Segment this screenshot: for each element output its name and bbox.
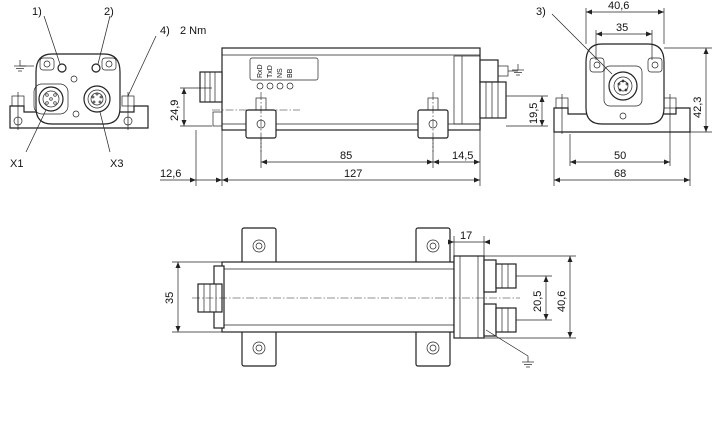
end-view: 3) 40,6 35 42,3 50 68 (536, 0, 712, 186)
led-hole-1 (57, 63, 67, 73)
torque-label: 2 Nm (180, 25, 206, 37)
top-plate-br (415, 329, 451, 367)
dim-side-spacing: 85 (340, 150, 352, 162)
dim-end-top-width: 40,6 (608, 0, 629, 12)
ground-symbol (14, 60, 34, 72)
x1-label: X1 (10, 158, 23, 170)
dim-side-total: 127 (344, 168, 362, 180)
led-label-panel (249, 57, 319, 81)
dim-top-depth: 17 (460, 230, 472, 242)
side-left-connector (199, 71, 223, 103)
front-view: 1) 2) 4) 2 Nm X1 X3 (9, 6, 206, 170)
callout-2: 2) (104, 6, 114, 18)
dim-top-width: 35 (164, 292, 176, 304)
dim-side-offset: 14,5 (452, 150, 473, 162)
x3-label: X3 (110, 158, 123, 170)
side-right-connector (479, 81, 507, 119)
dim-front-height: 24,9 (169, 100, 181, 121)
top-right-connector-2 (495, 307, 517, 333)
callout-1: 1) (32, 6, 42, 18)
top-plate-bl (241, 329, 277, 367)
led-bb: BB (287, 68, 294, 78)
dim-top-conn-spacing: 20,5 (532, 291, 544, 312)
led-ns: NS (277, 68, 284, 78)
dim-end-total-width: 68 (614, 168, 626, 180)
x1-connector (38, 86, 64, 112)
dim-side-height: 19,5 (528, 103, 540, 124)
top-right-connector-1 (495, 263, 517, 289)
led-hole-2 (91, 63, 101, 73)
module-housing (35, 53, 121, 125)
top-plate-tr (415, 227, 451, 265)
x3-connector (83, 85, 111, 113)
dim-end-inner-width: 35 (616, 22, 628, 34)
dim-side-left: 12,6 (160, 168, 181, 180)
dim-top-total-width: 40,6 (556, 291, 568, 312)
end-connector (608, 71, 638, 101)
dim-end-hole-spacing: 50 (614, 150, 626, 162)
top-view: 17 35 20,5 40,6 (164, 227, 576, 368)
led-txd: TxD (267, 65, 274, 78)
callout-4: 4) (160, 25, 170, 37)
callout-3: 3) (536, 6, 546, 18)
top-body (221, 261, 455, 333)
top-plate-tl (241, 227, 277, 265)
side-view: RxD TxD NS BB (160, 47, 548, 186)
dim-end-height: 42,3 (692, 97, 704, 118)
led-rxd: RxD (257, 64, 264, 78)
